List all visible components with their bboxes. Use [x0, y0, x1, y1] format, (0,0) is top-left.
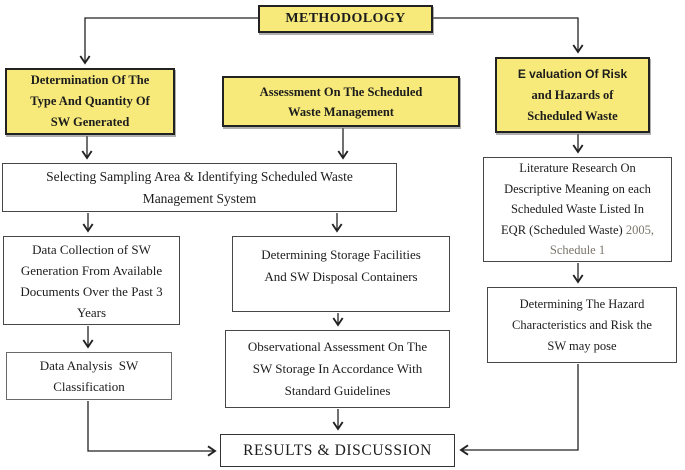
sampling-area-box: Selecting Sampling Area & Identifying Sc…: [2, 163, 397, 212]
observational-assessment-line: Standard Guidelines: [284, 383, 391, 398]
observational-assessment-box: Observational Assessment On The SW Stora…: [225, 330, 450, 408]
branch-determination-line: Determination Of The: [30, 73, 150, 87]
data-analysis-line: Classification: [53, 379, 125, 394]
data-collection-line: Generation From Available: [20, 262, 163, 278]
branch-evaluation-box: E valuation Of Risk and Hazards of Sched…: [495, 57, 650, 133]
data-collection-line: Years: [76, 304, 106, 320]
eqr-year-text: 2005,: [625, 222, 654, 237]
data-analysis-box: Data Analysis SW Classification: [6, 352, 172, 400]
branch-assessment-box: Assessment On The Scheduled Waste Manage…: [222, 76, 460, 127]
branch-determination-box: Determination Of The Type And Quantity O…: [5, 68, 175, 135]
results-discussion-box: RESULTS & DISCUSSION: [220, 434, 455, 467]
branch-assessment-line: Assessment On The Scheduled: [259, 84, 423, 99]
literature-research-line: Scheduled Waste Listed In: [510, 202, 645, 217]
data-collection-line: Data Collection of SW: [32, 241, 151, 257]
branch-evaluation-line: and Hazards of: [531, 87, 614, 102]
results-discussion-label: RESULTS & DISCUSSION: [243, 441, 432, 459]
data-collection-box: Data Collection of SW Generation From Av…: [3, 236, 180, 325]
sampling-area-line: Selecting Sampling Area & Identifying Sc…: [46, 168, 353, 184]
storage-facilities-box: Determining Storage Facilities And SW Di…: [232, 236, 450, 312]
data-analysis-line: Data Analysis SW: [39, 358, 139, 373]
branch-determination-line: SW Generated: [50, 115, 130, 129]
observational-assessment-line: Observational Assessment On The: [247, 339, 428, 354]
methodology-label: METHODOLOGY: [285, 11, 406, 26]
hazard-characteristics-line: Characteristics and Risk the: [512, 317, 652, 332]
branch-evaluation-line: E valuation Of Risk: [517, 66, 628, 81]
storage-facilities-line: And SW Disposal Containers: [264, 269, 418, 284]
literature-research-line: Descriptive Meaning on each: [504, 181, 651, 196]
sampling-area-line: Management System: [142, 190, 257, 206]
literature-research-line: EQR (Scheduled Waste) 2005,: [501, 220, 654, 241]
literature-research-line: Literature Research On: [519, 161, 636, 176]
hazard-characteristics-box: Determining The Hazard Characteristics a…: [487, 287, 677, 363]
storage-facilities-line: Determining Storage Facilities: [261, 247, 421, 262]
eqr-text: EQR (Scheduled Waste): [501, 222, 626, 237]
literature-research-box: Literature Research On Descriptive Meani…: [483, 157, 672, 262]
branch-evaluation-line: Scheduled Waste: [527, 108, 618, 123]
methodology-box: METHODOLOGY: [258, 5, 433, 33]
branch-determination-line: Type And Quantity Of: [30, 94, 150, 108]
hazard-characteristics-line: Determining The Hazard: [519, 296, 645, 311]
data-collection-line: Documents Over the Past 3: [20, 283, 163, 299]
schedule-text: Schedule 1: [549, 243, 606, 258]
observational-assessment-line: SW Storage In Accordance With: [252, 361, 423, 376]
hazard-characteristics-line: SW may pose: [547, 338, 617, 353]
branch-assessment-line: Waste Management: [288, 104, 394, 119]
